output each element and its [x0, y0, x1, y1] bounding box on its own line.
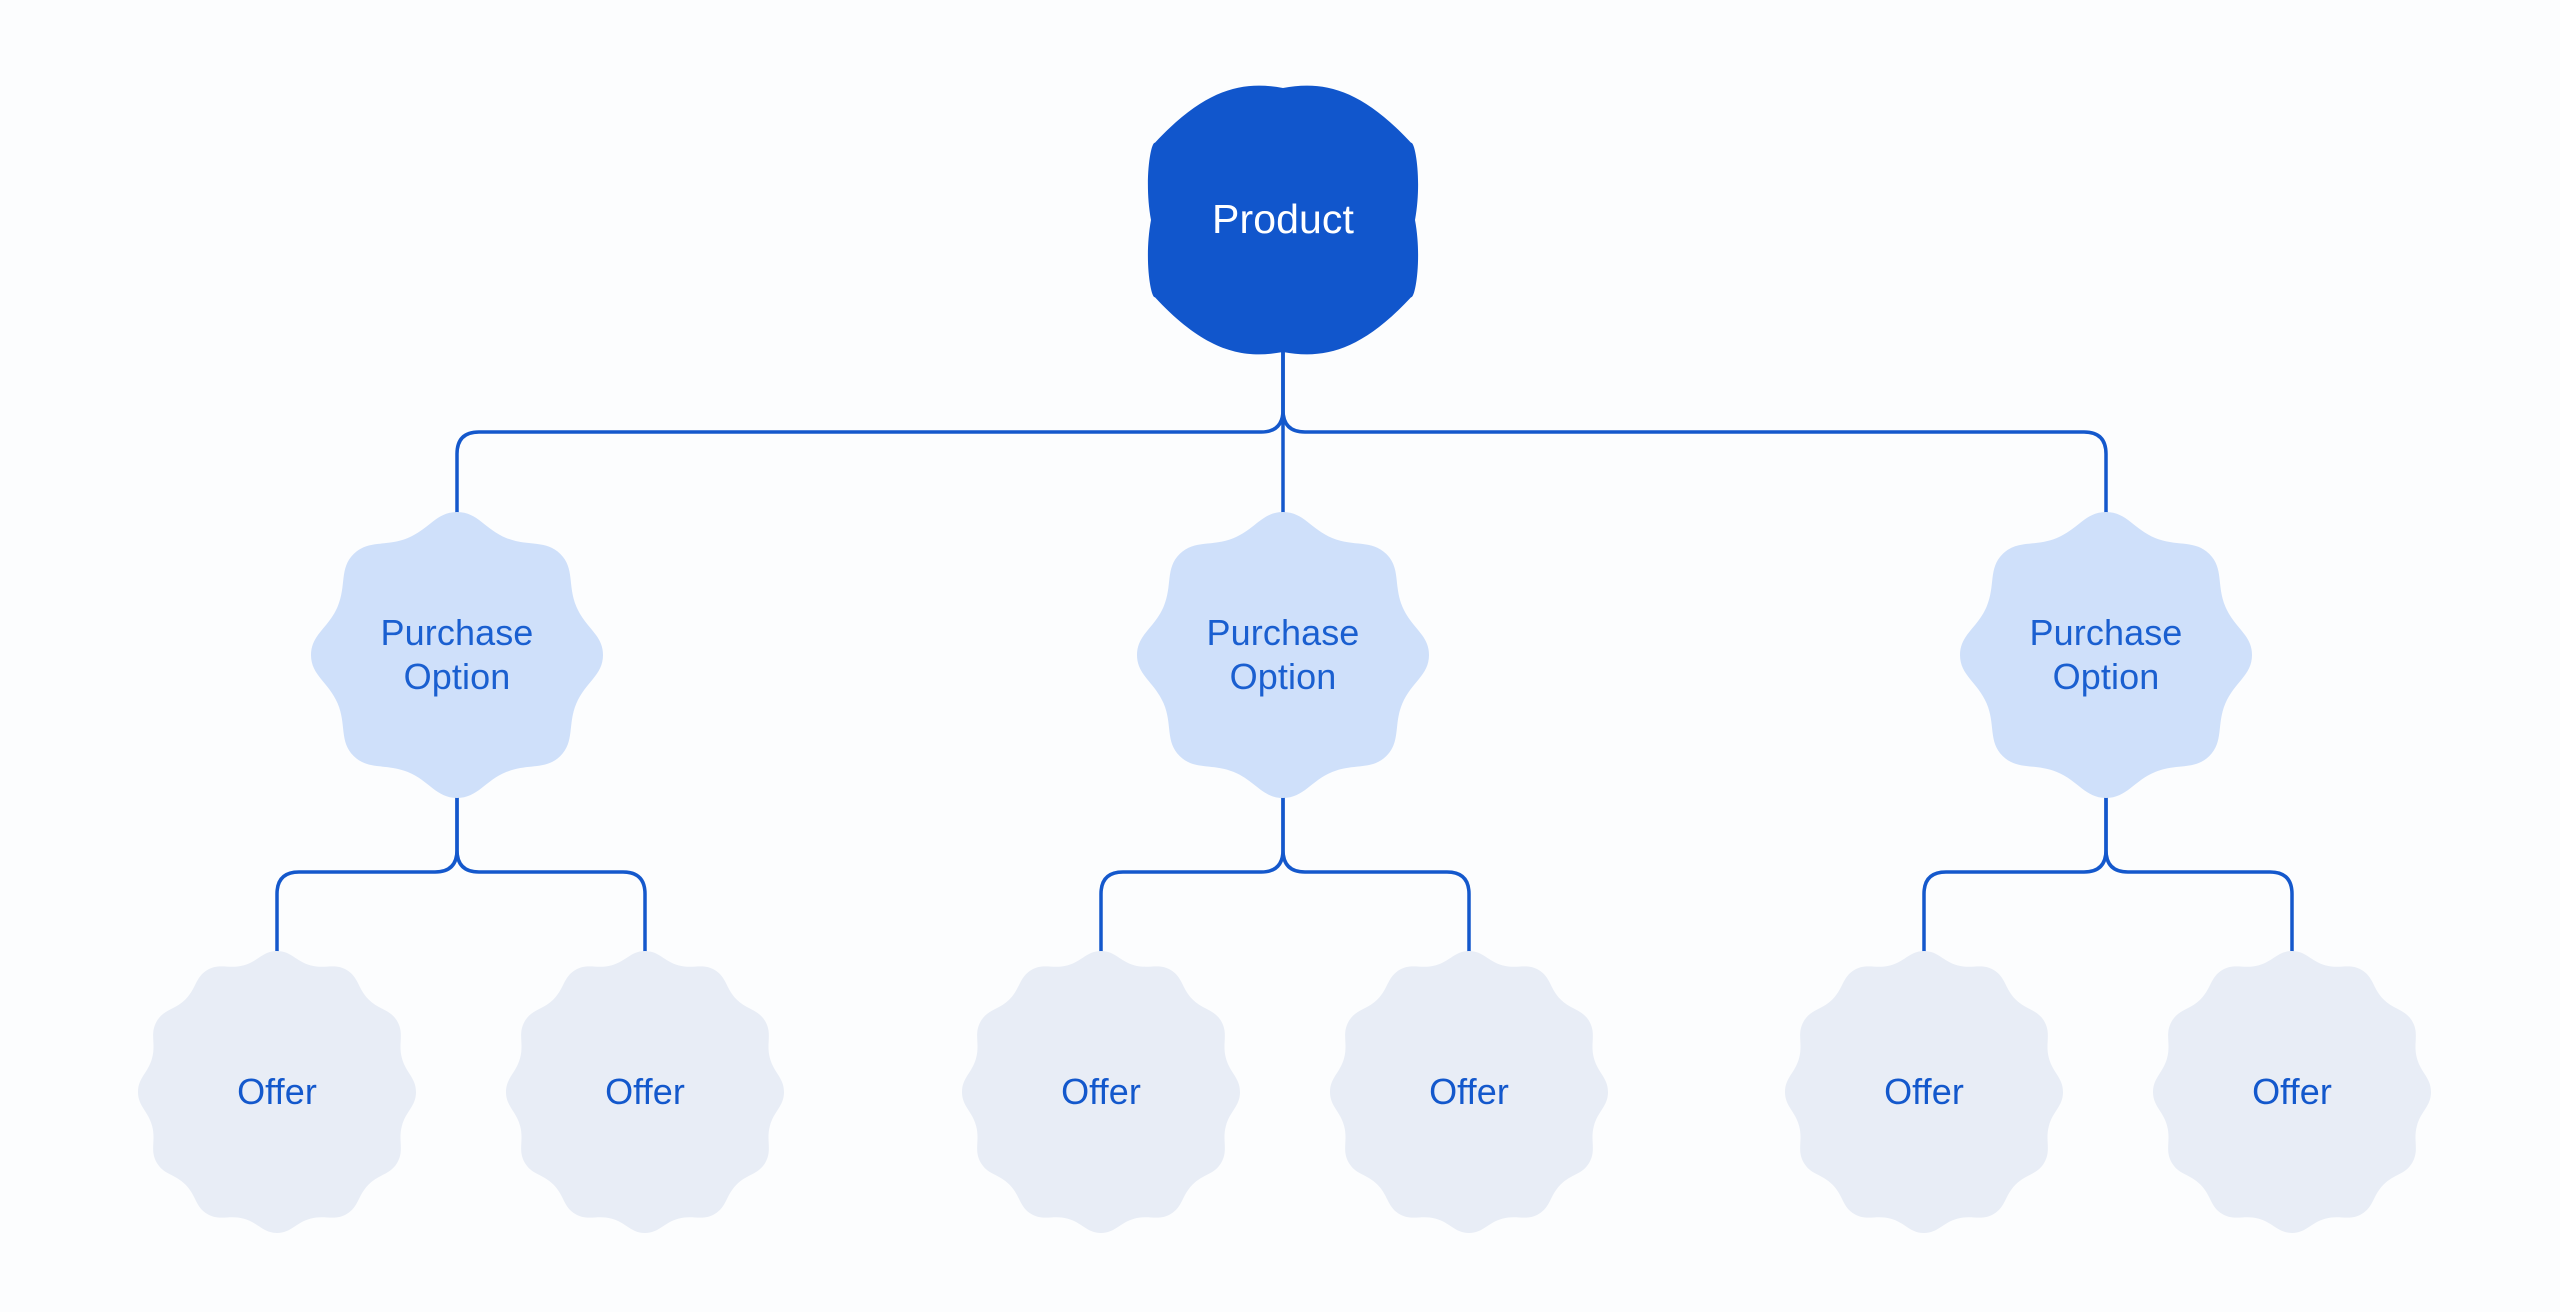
- node-shape-offer-3-2[interactable]: [2153, 951, 2431, 1233]
- connector-line: [1281, 790, 1471, 962]
- node-shapes-layer: [138, 85, 2431, 1233]
- connector-line: [1099, 790, 1285, 962]
- connector-line: [1281, 350, 2108, 520]
- node-shape-purchase-option-3[interactable]: [1960, 512, 2252, 798]
- connector-line: [2104, 790, 2294, 962]
- node-shape-product[interactable]: [1147, 85, 1419, 355]
- node-shape-offer-2-2[interactable]: [1330, 951, 1608, 1233]
- connector-line: [1922, 790, 2108, 962]
- node-shape-offer-2-1[interactable]: [962, 951, 1240, 1233]
- node-shape-offer-3-1[interactable]: [1785, 951, 2063, 1233]
- node-shape-purchase-option-1[interactable]: [311, 512, 603, 798]
- node-shape-purchase-option-2[interactable]: [1137, 512, 1429, 798]
- connector-line: [455, 790, 647, 962]
- connector-line: [275, 790, 459, 962]
- connector-line: [455, 350, 1285, 520]
- connector-lines-layer: [275, 350, 2294, 962]
- node-shape-offer-1-1[interactable]: [138, 951, 416, 1233]
- node-shape-offer-1-2[interactable]: [506, 951, 784, 1233]
